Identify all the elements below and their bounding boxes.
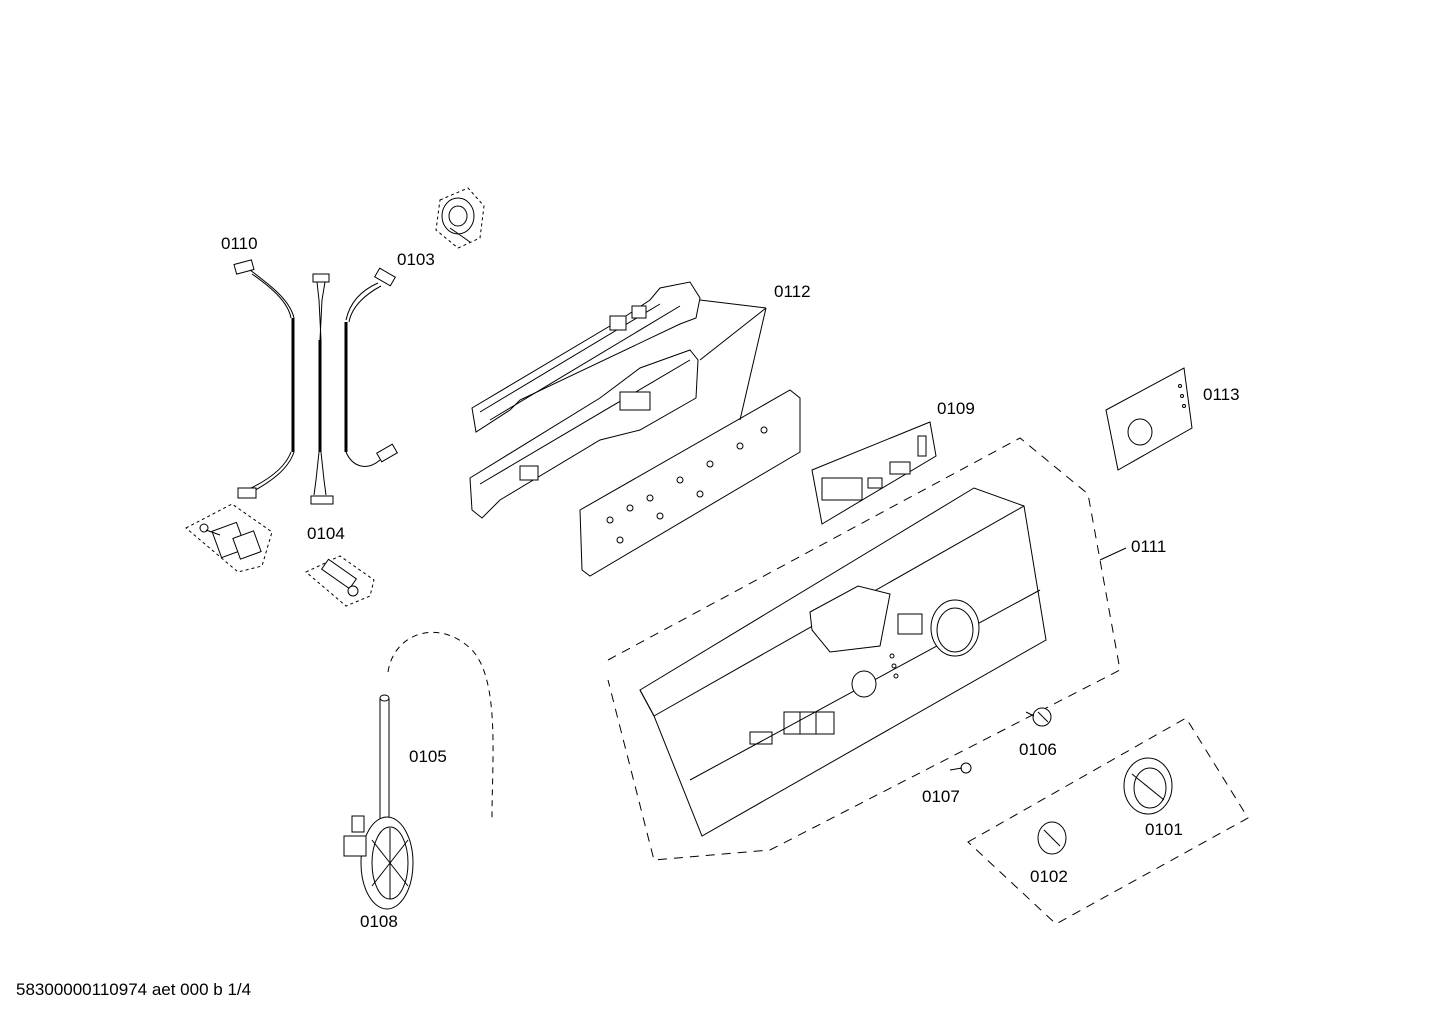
- sensor-part: [305, 555, 375, 607]
- knob-set-part: [949, 707, 1249, 925]
- label-0110: 0110: [221, 234, 258, 253]
- label-0108: 0108: [360, 912, 398, 931]
- pressure-switch-part: [435, 187, 485, 249]
- label-0107: 0107: [922, 787, 960, 806]
- program-label-part: [1105, 367, 1193, 471]
- label-0113: 0113: [1203, 385, 1240, 404]
- label-0101: 0101: [1145, 820, 1183, 839]
- label-0104: 0104: [307, 524, 345, 543]
- control-panel-part: [607, 437, 1127, 861]
- label-0106: 0106: [1019, 740, 1057, 759]
- label-0103: 0103: [397, 250, 435, 269]
- pressure-hose-part: [379, 632, 494, 827]
- interference-filter-part: [185, 503, 273, 573]
- label-0105: 0105: [409, 747, 447, 766]
- label-0109: 0109: [937, 399, 975, 418]
- display-board-part: [811, 421, 937, 525]
- label-0112: 0112: [774, 282, 811, 301]
- wiring-harness-group: [233, 259, 398, 505]
- label-0102: 0102: [1030, 867, 1068, 886]
- pump-part: [343, 815, 414, 910]
- document-id: 58300000110974 aet 000 b 1/4: [16, 980, 252, 999]
- electronic-module-assembly: [469, 281, 801, 577]
- label-0111: 0111: [1131, 537, 1166, 556]
